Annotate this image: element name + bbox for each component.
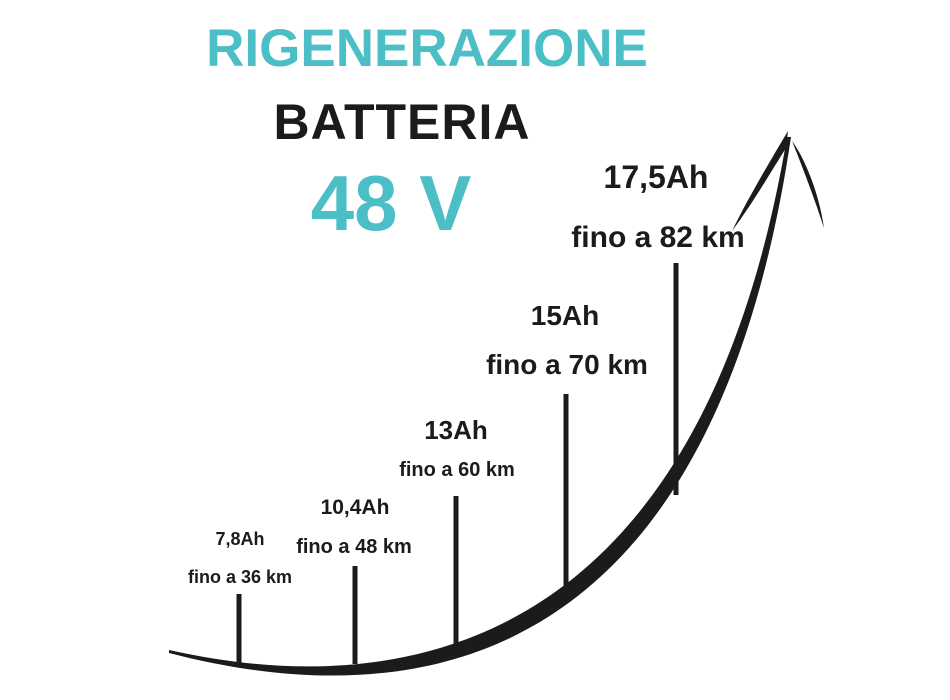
title-rigenerazione: RIGENERAZIONE [206,19,648,78]
capacity-label-5: 17,5Ah [603,159,709,195]
range-label-3: fino a 60 km [399,459,515,481]
range-label-2: fino a 48 km [296,536,412,558]
range-label-1: fino a 36 km [187,567,293,587]
capacity-label-2: 10,4Ah [320,496,390,519]
capacity-label-3: 13Ah [424,415,488,445]
voltage-label: 48 V [310,159,472,247]
capacity-label-4: 15Ah [530,300,600,331]
range-label-4: fino a 70 km [486,349,648,380]
capacity-label-1: 7,8Ah [215,529,265,549]
growth-curve [169,137,791,676]
title-batteria: BATTERIA [273,94,531,150]
arrowhead-right-barb [788,131,824,228]
range-label-5: fino a 82 km [571,221,745,254]
arrowhead-left-barb [732,131,788,231]
